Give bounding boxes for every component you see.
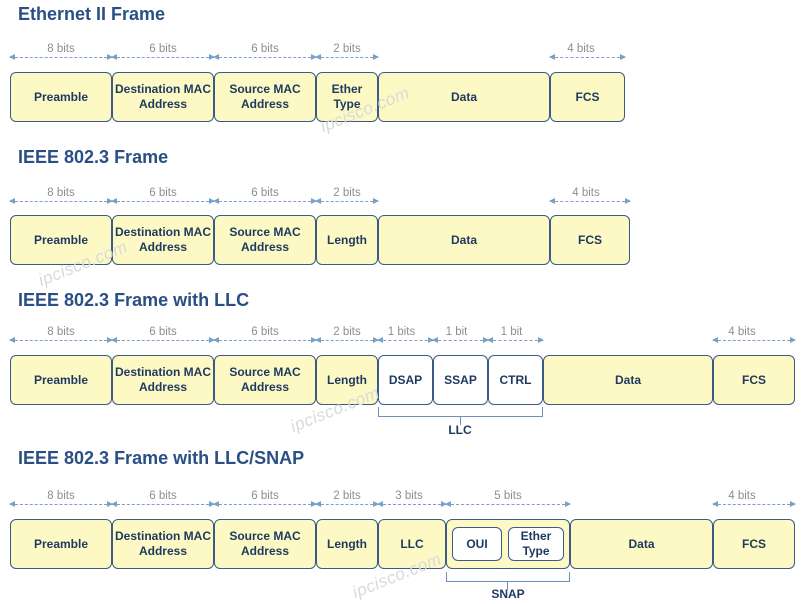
bits-arrow — [9, 501, 113, 507]
bits-label: 6 bits — [149, 326, 177, 338]
frame-title-ieee-802-3-llc: IEEE 802.3 Frame with LLC — [18, 290, 250, 310]
bits-arrow — [9, 54, 113, 60]
bits-label: 5 bits — [494, 490, 522, 502]
bits-arrow — [315, 501, 379, 507]
bits-label: 8 bits — [47, 43, 75, 55]
field-ether-type: Ether Type — [316, 72, 378, 122]
bits-arrow — [377, 501, 447, 507]
field-fcs: FCS — [713, 519, 795, 569]
field-dsap: DSAP — [378, 355, 433, 405]
field-fcs: FCS — [550, 215, 630, 265]
bits-label: 6 bits — [251, 187, 279, 199]
bits-arrow — [377, 337, 434, 343]
field-length: Length — [316, 519, 378, 569]
bits-label: 6 bits — [251, 490, 279, 502]
field-destination-mac: Destination MAC Address — [112, 355, 214, 405]
field-length: Length — [316, 355, 378, 405]
llc-brace-stem — [460, 417, 461, 425]
snap-brace-stem — [507, 582, 508, 590]
field-destination-mac: Destination MAC Address — [112, 72, 214, 122]
bits-arrow — [445, 501, 571, 507]
bits-label: 8 bits — [47, 326, 75, 338]
bits-label: 3 bits — [395, 490, 423, 502]
field-preamble: Preamble — [10, 519, 112, 569]
bits-label: 4 bits — [572, 187, 600, 199]
bits-label: 1 bits — [387, 326, 416, 338]
bits-arrow — [9, 337, 113, 343]
field-data: Data — [378, 72, 550, 122]
bits-arrow — [213, 337, 317, 343]
field-preamble: Preamble — [10, 72, 112, 122]
field-ssap: SSAP — [433, 355, 488, 405]
bits-arrow — [111, 54, 215, 60]
field-oui: OUI — [452, 527, 502, 561]
bits-arrow — [712, 501, 796, 507]
bits-label: 6 bits — [149, 43, 177, 55]
snap-brace — [446, 572, 570, 582]
bits-arrow — [549, 54, 626, 60]
field-ctrl: CTRL — [488, 355, 543, 405]
bits-arrow — [213, 54, 317, 60]
bits-label: 1 bit — [445, 326, 468, 338]
frame-title-ieee-802-3-llc-snap: IEEE 802.3 Frame with LLC/SNAP — [18, 448, 305, 468]
bits-label: 4 bits — [728, 326, 756, 338]
field-data: Data — [570, 519, 713, 569]
field-fcs: FCS — [713, 355, 795, 405]
bits-arrow — [111, 337, 215, 343]
bits-label: 6 bits — [149, 490, 177, 502]
field-preamble: Preamble — [10, 355, 112, 405]
bits-label: 8 bits — [47, 490, 75, 502]
group-label-snap: SNAP — [491, 587, 525, 601]
bits-label: 2 bits — [333, 43, 361, 55]
bits-arrow — [712, 337, 796, 343]
bits-arrow — [315, 198, 379, 204]
frame-title-ieee-802-3: IEEE 802.3 Frame — [18, 147, 169, 167]
bits-arrow — [111, 501, 215, 507]
bits-arrow — [549, 198, 631, 204]
bits-label: 8 bits — [47, 187, 75, 199]
bits-label: 4 bits — [567, 43, 595, 55]
bits-label: 4 bits — [728, 490, 756, 502]
field-source-mac: Source MAC Address — [214, 215, 316, 265]
bits-arrow — [315, 54, 379, 60]
bits-arrow — [9, 198, 113, 204]
bits-arrow — [111, 198, 215, 204]
bits-arrow — [487, 337, 544, 343]
field-source-mac: Source MAC Address — [214, 519, 316, 569]
bits-arrow — [315, 337, 379, 343]
bits-arrow — [213, 198, 317, 204]
frame-title-ethernet-ii: Ethernet II Frame — [18, 4, 166, 24]
field-length: Length — [316, 215, 378, 265]
group-label-llc: LLC — [448, 423, 472, 437]
field-destination-mac: Destination MAC Address — [112, 519, 214, 569]
bits-label: 6 bits — [149, 187, 177, 199]
field-destination-mac: Destination MAC Address — [112, 215, 214, 265]
field-preamble: Preamble — [10, 215, 112, 265]
field-data: Data — [543, 355, 713, 405]
bits-label: 6 bits — [251, 326, 279, 338]
llc-brace — [378, 407, 543, 417]
bits-label: 2 bits — [333, 490, 361, 502]
bits-label: 1 bit — [500, 326, 523, 338]
field-fcs: FCS — [550, 72, 625, 122]
field-source-mac: Source MAC Address — [214, 72, 316, 122]
field-source-mac: Source MAC Address — [214, 355, 316, 405]
bits-label: 2 bits — [333, 187, 361, 199]
bits-label: 6 bits — [251, 43, 279, 55]
bits-label: 2 bits — [333, 326, 361, 338]
bits-arrow — [432, 337, 489, 343]
field-llc: LLC — [378, 519, 446, 569]
field-ether-type: Ether Type — [508, 527, 564, 561]
field-data: Data — [378, 215, 550, 265]
bits-arrow — [213, 501, 317, 507]
